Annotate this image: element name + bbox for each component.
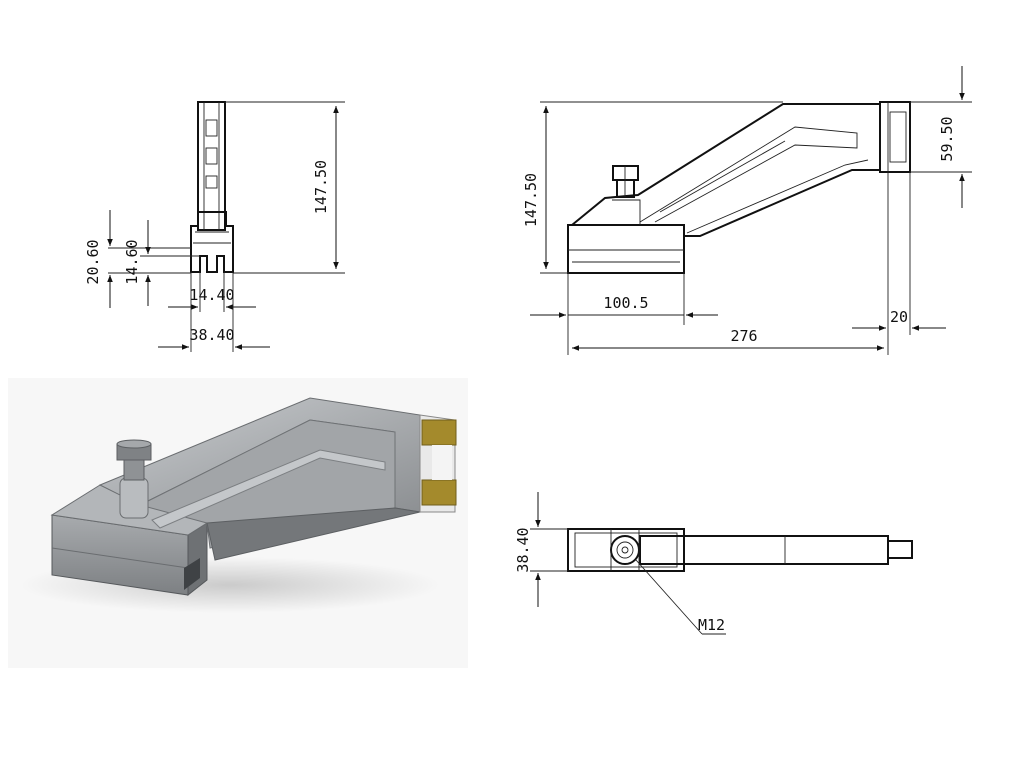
base-width-label: 38.40 — [189, 326, 234, 344]
slot-depth-label: 14.60 — [123, 239, 141, 284]
front-view-outline — [190, 101, 234, 273]
isometric-render — [8, 378, 468, 668]
total-length-label: 276 — [730, 327, 757, 345]
connector-offset-label: 20 — [890, 308, 908, 326]
base-length-label: 100.5 — [603, 294, 648, 312]
top-view: 38.40 M12 — [514, 492, 913, 635]
side-view: 147.50 59.50 100.5 276 20 — [522, 66, 972, 355]
top-view-outline — [567, 528, 913, 572]
connector-height-label: 59.50 — [938, 116, 956, 161]
top-width-label: 38.40 — [514, 527, 532, 572]
front-height-label: 147.50 — [312, 160, 330, 214]
side-height-label: 147.50 — [522, 173, 540, 227]
slot-height-label: 20.60 — [84, 239, 102, 284]
front-view: 147.50 20.60 14.60 14.40 38.40 — [84, 101, 345, 352]
side-view-outline — [567, 101, 911, 274]
slot-width-label: 14.40 — [189, 286, 234, 304]
bolt-size-label: M12 — [698, 616, 725, 634]
